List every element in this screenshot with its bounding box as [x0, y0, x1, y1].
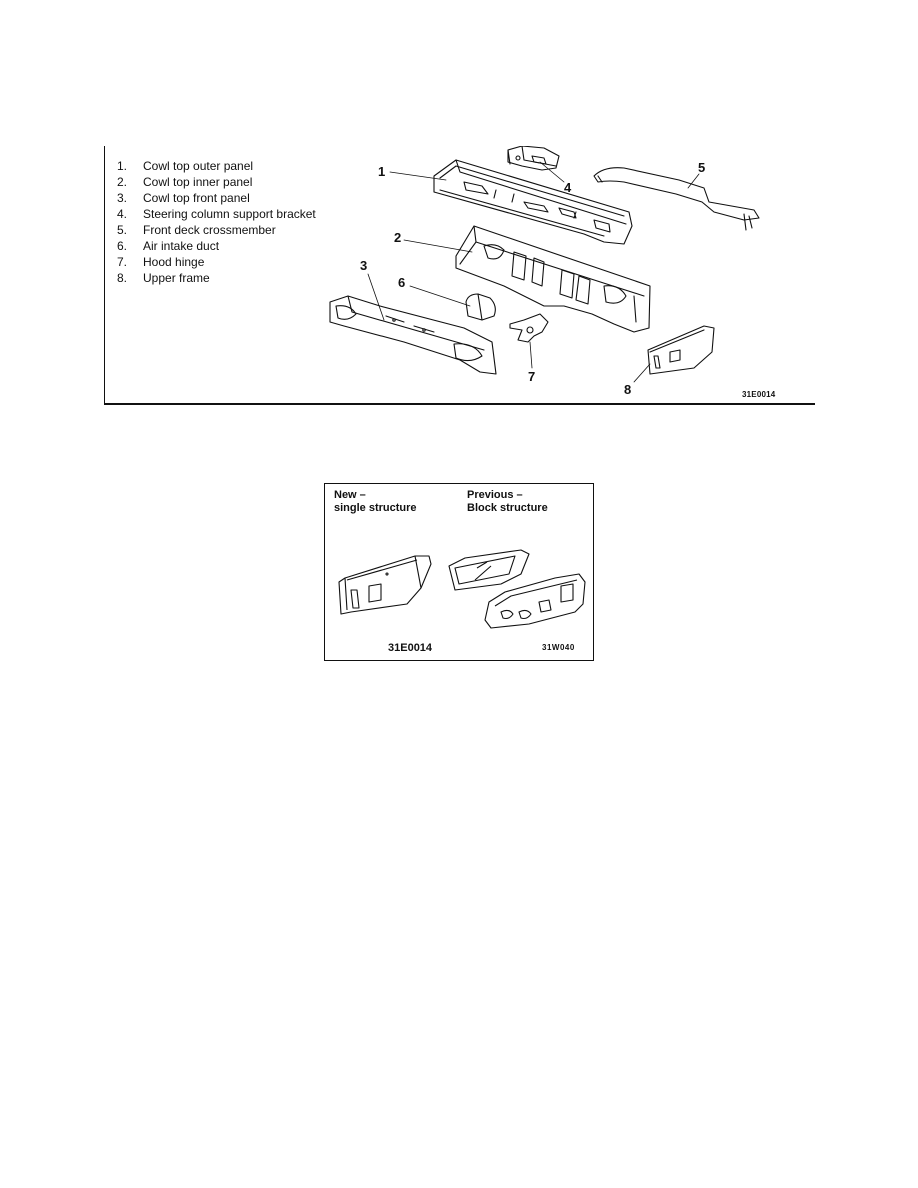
new-single-structure-drawing: [338, 555, 432, 615]
cowl-top-front-panel-drawing: [329, 295, 497, 375]
callout-7: 7: [528, 369, 535, 384]
previous-structure-code: 31W040: [542, 643, 575, 652]
callout-4: 4: [564, 180, 572, 195]
new-structure-code: 31E0014: [388, 642, 433, 654]
legend-item: 1.Cowl top outer panel: [117, 159, 254, 173]
callout-leader-lines: [367, 161, 700, 383]
upper-frame-drawing: [647, 325, 715, 375]
figure-code: 31E0014: [742, 390, 776, 399]
hood-hinge-drawing: [509, 313, 549, 343]
callout-2: 2: [394, 230, 401, 245]
cowl-exploded-illustration: 1 2 3 4 5 6 7 8: [329, 146, 760, 397]
structure-comparison-figure: New – single structure Previous – Block …: [324, 483, 594, 661]
callout-8: 8: [624, 382, 631, 397]
legend-item: 4.Steering column support bracket: [117, 207, 316, 221]
parts-legend: 1.Cowl top outer panel 2.Cowl top inner …: [117, 158, 316, 286]
legend-item: 2.Cowl top inner panel: [117, 175, 253, 189]
legend-item: 7.Hood hinge: [117, 255, 205, 269]
legend-item: 6.Air intake duct: [117, 239, 220, 253]
new-structure-heading: New – single structure: [334, 489, 417, 514]
front-deck-crossmember-drawing: [593, 167, 760, 231]
previous-structure-heading: Previous – Block structure: [467, 489, 548, 514]
callout-6: 6: [398, 275, 405, 290]
figure-frame-bottom-rule: [104, 403, 815, 405]
legend-item: 8.Upper frame: [117, 271, 210, 285]
callout-3: 3: [360, 258, 367, 273]
callout-1: 1: [378, 164, 385, 179]
callout-5: 5: [698, 160, 705, 175]
previous-block-structure-drawing: [448, 549, 586, 629]
structure-comparison-illustration: [338, 549, 586, 629]
legend-item: 3.Cowl top front panel: [117, 191, 250, 205]
air-intake-duct-drawing: [465, 293, 496, 321]
legend-item: 5.Front deck crossmember: [117, 223, 276, 237]
cowl-components-figure: 1.Cowl top outer panel 2.Cowl top inner …: [104, 146, 815, 406]
steering-column-bracket-drawing: [507, 146, 560, 171]
figure-frame-left-rule: [104, 146, 105, 404]
cowl-top-inner-panel-drawing: [455, 225, 651, 333]
cowl-top-outer-panel-drawing: [433, 159, 633, 245]
